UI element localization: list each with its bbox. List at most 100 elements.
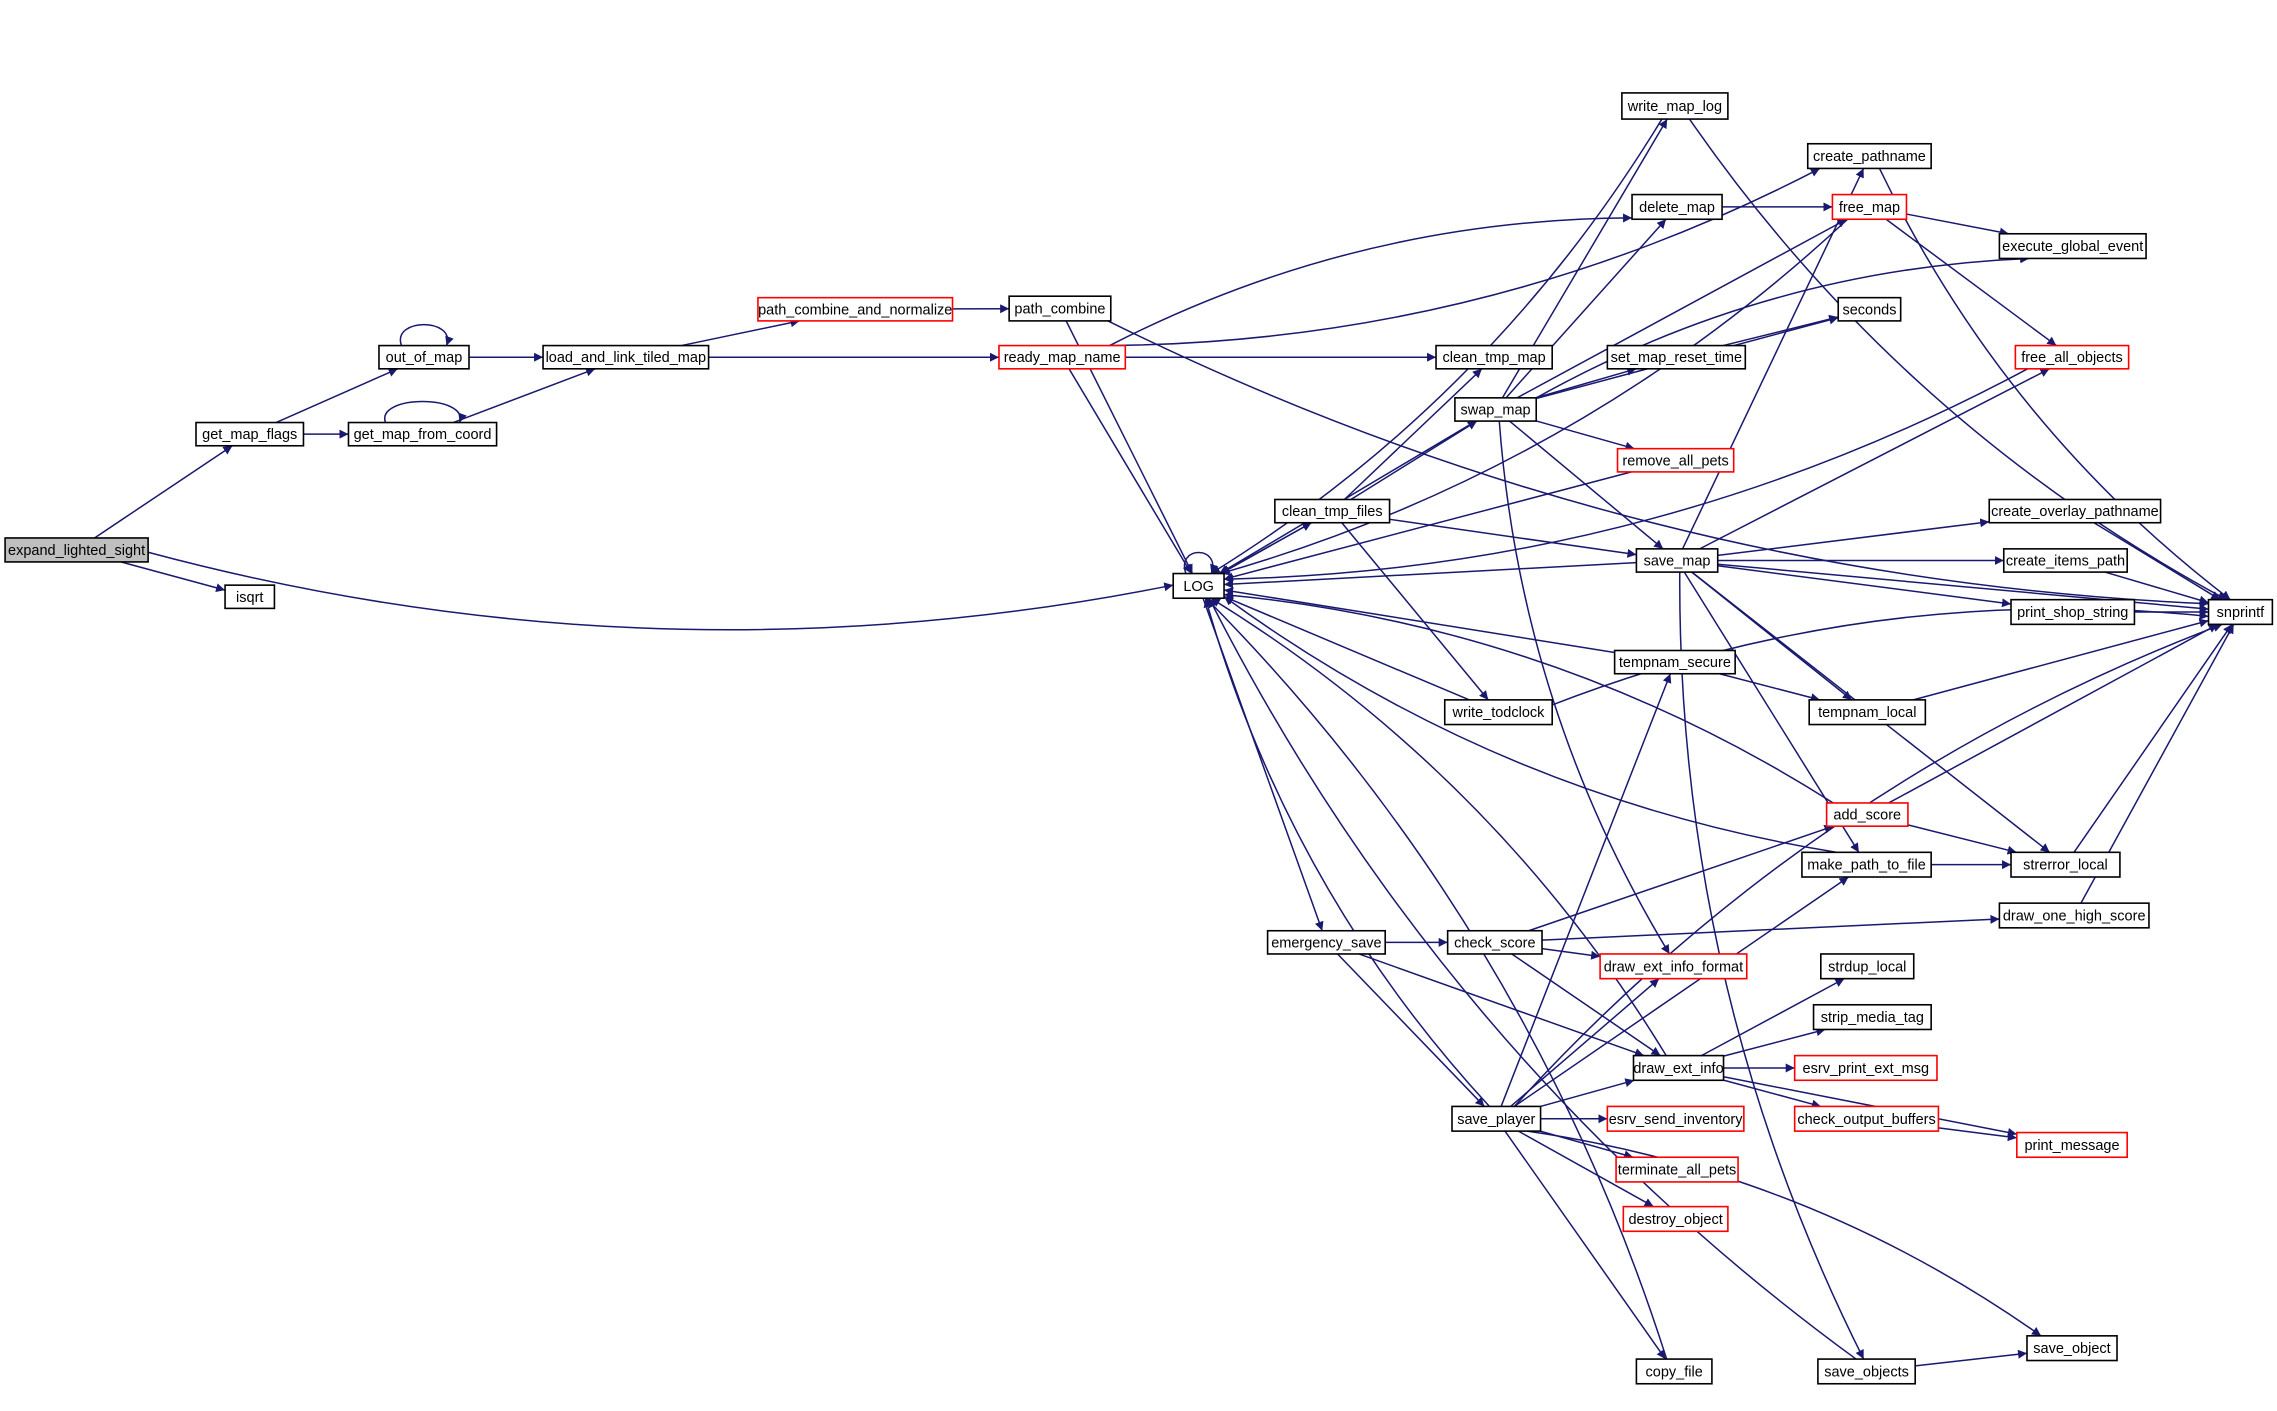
node-make-path-to-file[interactable]: make_path_to_file [1801, 851, 1932, 878]
node-tempnam-secure[interactable]: tempnam_secure [1613, 649, 1736, 675]
node-copy-file[interactable]: copy_file [1635, 1358, 1713, 1385]
node-box[interactable] [4, 537, 149, 563]
node-box[interactable] [1443, 699, 1553, 726]
node-box[interactable] [1837, 296, 1902, 322]
node-check-score[interactable]: check_score [1446, 929, 1543, 955]
node-box[interactable] [2010, 598, 2136, 626]
node-check-output-buffers[interactable]: check_output_buffers [1793, 1105, 1940, 1132]
node-box[interactable] [378, 344, 470, 370]
node-log[interactable]: LOG [1172, 572, 1225, 600]
node-write-todclock[interactable]: write_todclock [1443, 699, 1553, 726]
node-box[interactable] [1998, 902, 2150, 929]
node-box[interactable] [1635, 548, 1719, 573]
node-strdup-local[interactable]: strdup_local [1820, 953, 1915, 980]
node-box[interactable] [224, 584, 276, 610]
node-box[interactable] [1606, 1105, 1745, 1132]
node-box[interactable] [1435, 344, 1553, 370]
node-save-objects[interactable]: save_objects [1817, 1358, 1916, 1385]
node-path-combine-and-normalize[interactable]: path_combine_and_normalize [757, 296, 954, 322]
node-out-of-map[interactable]: out_of_map [378, 344, 470, 370]
node-set-map-reset-time[interactable]: set_map_reset_time [1606, 344, 1747, 370]
node-box[interactable] [1831, 193, 1908, 221]
node-get-map-flags[interactable]: get_map_flags [195, 421, 305, 447]
node-expand-lighted-sight[interactable]: expand_lighted_sight [4, 537, 149, 563]
node-box[interactable] [1817, 1358, 1916, 1385]
node-box[interactable] [2016, 1131, 2128, 1159]
node-box[interactable] [1008, 295, 1112, 322]
node-tempnam-local[interactable]: tempnam_local [1808, 699, 1927, 726]
node-box[interactable] [1808, 699, 1927, 726]
node-box[interactable] [1599, 953, 1748, 980]
node-box[interactable] [1622, 1205, 1729, 1233]
node-box[interactable] [1801, 851, 1932, 878]
node-box[interactable] [1635, 1358, 1713, 1385]
node-create-pathname[interactable]: create_pathname [1806, 142, 1932, 170]
node-box[interactable] [1172, 572, 1225, 600]
node-save-map[interactable]: save_map [1635, 548, 1719, 573]
node-box[interactable] [1613, 649, 1736, 675]
node-box[interactable] [1632, 1054, 1725, 1082]
node-clean-tmp-files[interactable]: clean_tmp_files [1274, 498, 1391, 524]
node-box[interactable] [2014, 344, 2130, 370]
node-isqrt[interactable]: isqrt [224, 584, 276, 610]
node-box[interactable] [1615, 1156, 1739, 1183]
node-save-object[interactable]: save_object [2026, 1335, 2118, 1362]
node-box[interactable] [1451, 1105, 1542, 1132]
node-box[interactable] [1806, 142, 1932, 170]
node-box[interactable] [1274, 498, 1391, 524]
node-esrv-send-inventory[interactable]: esrv_send_inventory [1606, 1105, 1745, 1132]
node-snprintf[interactable]: snprintf [2207, 598, 2274, 626]
node-box[interactable] [1998, 232, 2147, 260]
node-delete-map[interactable]: delete_map [1631, 193, 1723, 221]
node-path-combine[interactable]: path_combine [1008, 295, 1112, 322]
node-box[interactable] [1825, 802, 1909, 827]
node-box[interactable] [1793, 1105, 1940, 1132]
node-create-items-path[interactable]: create_items_path [2002, 548, 2128, 573]
node-box[interactable] [195, 421, 305, 447]
node-get-map-from-coord[interactable]: get_map_from_coord [347, 421, 498, 447]
node-box[interactable] [1988, 498, 2162, 524]
node-free-all-objects[interactable]: free_all_objects [2014, 344, 2130, 370]
node-remove-all-pets[interactable]: remove_all_pets [1616, 447, 1735, 473]
node-box[interactable] [2026, 1335, 2118, 1362]
node-save-player[interactable]: save_player [1451, 1105, 1542, 1132]
node-seconds[interactable]: seconds [1837, 296, 1902, 322]
node-draw-ext-info-format[interactable]: draw_ext_info_format [1599, 953, 1748, 980]
node-esrv-print-ext-msg[interactable]: esrv_print_ext_msg [1793, 1054, 1938, 1082]
node-box[interactable] [998, 344, 1127, 370]
node-swap-map[interactable]: swap_map [1454, 397, 1538, 422]
node-box[interactable] [1266, 929, 1387, 955]
node-box[interactable] [2207, 598, 2274, 626]
node-print-shop-string[interactable]: print_shop_string [2010, 598, 2136, 626]
node-terminate-all-pets[interactable]: terminate_all_pets [1615, 1156, 1739, 1183]
node-create-overlay-pathname[interactable]: create_overlay_pathname [1988, 498, 2162, 524]
node-destroy-object[interactable]: destroy_object [1622, 1205, 1729, 1233]
node-draw-ext-info[interactable]: draw_ext_info [1632, 1054, 1725, 1082]
node-box[interactable] [1454, 397, 1538, 422]
node-box[interactable] [2010, 851, 2121, 878]
node-execute-global-event[interactable]: execute_global_event [1998, 232, 2147, 260]
node-box[interactable] [1616, 447, 1735, 473]
node-box[interactable] [347, 421, 498, 447]
node-ready-map-name[interactable]: ready_map_name [998, 344, 1127, 370]
node-load-and-link-tiled-map[interactable]: load_and_link_tiled_map [542, 344, 710, 370]
node-box[interactable] [1820, 953, 1915, 980]
node-box[interactable] [542, 344, 710, 370]
node-box[interactable] [1812, 1003, 1932, 1031]
node-emergency-save[interactable]: emergency_save [1266, 929, 1387, 955]
node-box[interactable] [2002, 548, 2128, 573]
node-draw-one-high-score[interactable]: draw_one_high_score [1998, 902, 2150, 929]
node-box[interactable] [1793, 1054, 1938, 1082]
node-box[interactable] [1446, 929, 1543, 955]
node-add-score[interactable]: add_score [1825, 802, 1909, 827]
node-strip-media-tag[interactable]: strip_media_tag [1812, 1003, 1932, 1031]
node-box[interactable] [1606, 344, 1747, 370]
node-box[interactable] [757, 296, 954, 322]
node-strerror-local[interactable]: strerror_local [2010, 851, 2121, 878]
node-free-map[interactable]: free_map [1831, 193, 1908, 221]
node-box[interactable] [1621, 92, 1729, 120]
node-box[interactable] [1631, 193, 1723, 221]
node-write-map-log[interactable]: write_map_log [1621, 92, 1729, 120]
node-print-message[interactable]: print_message [2016, 1131, 2128, 1159]
node-clean-tmp-map[interactable]: clean_tmp_map [1435, 344, 1553, 370]
